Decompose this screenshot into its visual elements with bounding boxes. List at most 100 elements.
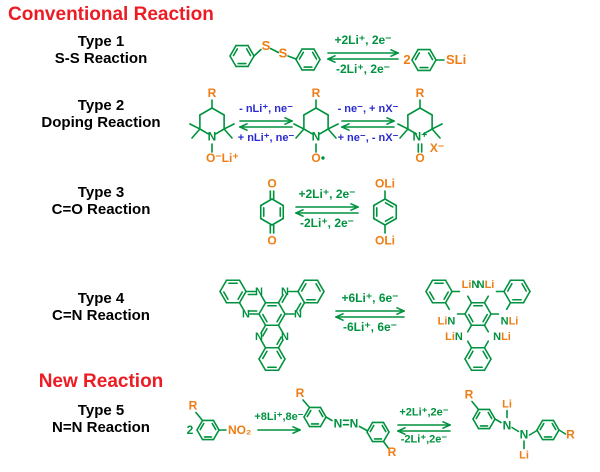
bond-line <box>260 324 267 334</box>
type1-subtitle: S-S Reaction <box>54 50 148 67</box>
oxygen-label: O <box>267 177 276 191</box>
bond-line <box>303 406 311 418</box>
methyl-bond <box>431 123 443 130</box>
arrow-head <box>295 209 304 214</box>
bond-line <box>271 217 285 226</box>
r-group-label: R <box>388 445 397 459</box>
reverse-arrow-label: -6Li⁺, 6e⁻ <box>343 320 397 334</box>
methyl-bond <box>327 128 337 139</box>
arrow-head <box>386 117 395 122</box>
bond-line <box>258 313 267 327</box>
bond-line <box>466 324 473 333</box>
aminoxide-anion-structure: NRO⁻Li⁺ <box>189 86 239 165</box>
arrow-head <box>239 123 248 128</box>
r-group-label: R <box>312 86 321 100</box>
bond-line <box>297 279 306 293</box>
bond-line <box>505 301 512 311</box>
double-bond-line <box>232 48 239 57</box>
bond-line <box>536 429 544 441</box>
type4-title: Type 4 <box>77 290 125 307</box>
oxygen-label: O <box>415 151 424 165</box>
bond-line <box>253 48 262 57</box>
methyl-bond <box>223 123 235 130</box>
bond-line <box>422 128 433 135</box>
nitroxide-radical-structure: NRO <box>293 86 339 165</box>
bond-line <box>277 301 286 315</box>
bond-line <box>325 416 333 422</box>
sulfur-label: S <box>279 46 288 61</box>
arrow-head <box>396 306 405 312</box>
lithium-amide-label: NLi <box>501 315 519 327</box>
type2-equilibrium-arrows-2: - ne⁻, + nX⁻+ ne⁻, - nX⁻ <box>338 103 399 144</box>
bond-line <box>425 279 434 293</box>
bond-line <box>277 294 284 304</box>
bond-line <box>303 128 314 135</box>
arrow-head <box>386 120 395 125</box>
bond-line <box>199 107 213 116</box>
bond-line <box>277 324 284 334</box>
arrow-head <box>396 310 405 316</box>
type2-subtitle: Doping Reaction <box>41 114 161 131</box>
bond-line <box>483 301 492 315</box>
bond-line <box>536 419 544 431</box>
azo-nitrogen-label: N <box>334 417 343 431</box>
forward-arrow-label: +2Li⁺, 2e⁻ <box>298 187 355 201</box>
nitrogen-label: N <box>242 309 250 321</box>
bond-line <box>503 290 512 304</box>
forward-arrow-label: +6Li⁺, 6e⁻ <box>341 291 398 305</box>
double-bond-line <box>295 302 302 312</box>
double-bond-line <box>261 350 268 360</box>
double-bond-line <box>467 313 474 323</box>
bond-line <box>318 128 329 135</box>
bond-line <box>494 418 502 424</box>
reverse-arrow-label: -2Li⁺,2e⁻ <box>401 434 448 446</box>
bond-line <box>238 301 245 312</box>
nitrogen-label: N <box>281 331 289 343</box>
type4-label-block: Type 4 C=N Reaction <box>12 290 190 324</box>
bond-line <box>196 429 204 441</box>
bond-line <box>303 107 317 116</box>
stoichiometry-coefficient: 2 <box>187 423 194 437</box>
sulfur-label: S <box>262 38 271 53</box>
double-bond-line <box>315 282 322 292</box>
bond-line <box>382 431 390 443</box>
bond-line <box>313 48 321 61</box>
arrow-head <box>292 429 301 435</box>
arrow-head <box>341 126 350 131</box>
type3-title: Type 3 <box>77 184 125 201</box>
bond-line <box>219 290 228 304</box>
arrow-head <box>390 52 399 58</box>
double-bond-line <box>443 291 450 301</box>
arrow-head <box>335 312 344 318</box>
bond-line <box>511 426 520 433</box>
bond-line <box>258 301 267 315</box>
double-bond-line <box>521 282 528 292</box>
bond-line <box>483 313 492 327</box>
double-bond-line <box>318 409 324 418</box>
bond-line <box>382 440 390 450</box>
arrow-head <box>350 203 359 208</box>
azo-nitrogen-label: N <box>350 417 359 431</box>
bond-line <box>258 346 267 360</box>
type3-subtitle: C=O Reaction <box>51 201 151 218</box>
double-bond-line <box>384 216 394 223</box>
r-group-label: R <box>465 388 474 402</box>
arrow-head <box>335 316 344 322</box>
methyl-bond <box>397 123 409 130</box>
arrow-head <box>442 424 451 430</box>
r-group-label: R <box>296 386 305 400</box>
double-bond-line <box>482 350 489 360</box>
r-group-label: R <box>566 428 575 442</box>
double-bond-line <box>482 313 489 323</box>
lithium-label: Li <box>519 450 529 462</box>
forward-arrow-label: +2Li⁺, 2e⁻ <box>334 33 391 47</box>
r-group-label: R <box>208 86 217 100</box>
benzoquinone-structure: OO <box>259 177 285 248</box>
bond-line <box>259 198 273 207</box>
bond-line <box>247 44 255 57</box>
bond-line <box>258 358 267 372</box>
